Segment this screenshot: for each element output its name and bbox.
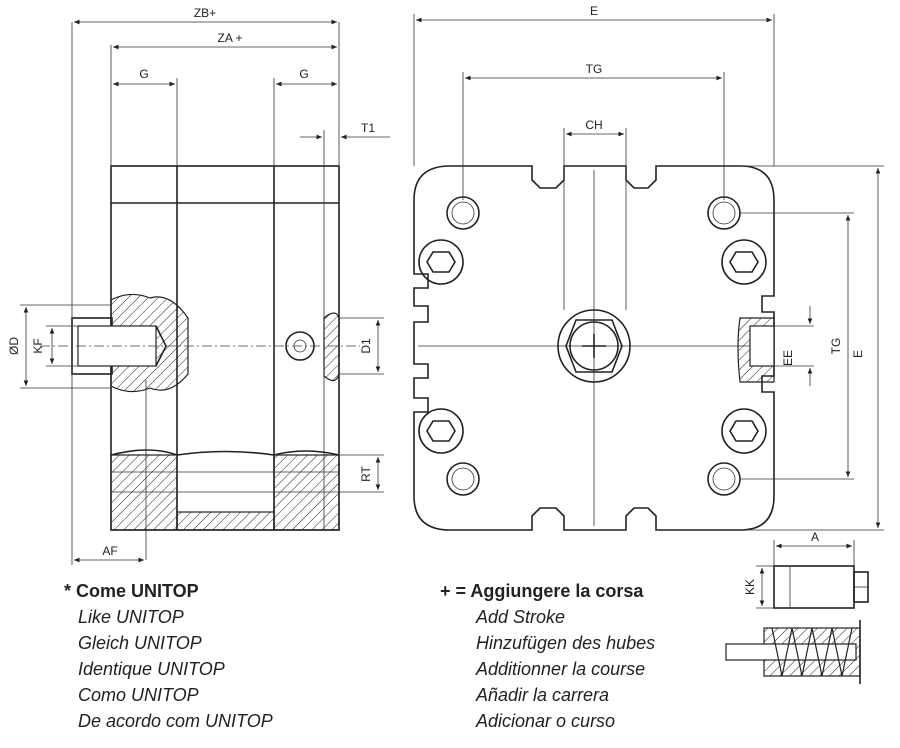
rod-hex [565, 319, 623, 373]
bottom-section-left [110, 454, 178, 531]
legend-right-item: Additionner la course [476, 659, 646, 679]
dim-tg-top: TG [586, 62, 603, 76]
dim-a: A [811, 530, 819, 544]
legend-left-heading: * Come UNITOP [64, 581, 199, 601]
legend-right-item: Añadir la carrera [476, 685, 610, 705]
side-dimensions: ZB+ ZA + G G T1 ØD KF D1 RT AF [7, 6, 390, 565]
legend-right-item: Adicionar o curso [476, 711, 616, 731]
dim-d1: D1 [359, 338, 373, 354]
legend-left-item: Como UNITOP [78, 685, 199, 705]
rod-end-detail: A KK [725, 530, 869, 684]
dim-e-top: E [590, 4, 598, 18]
legend-left-item: Gleich UNITOP [78, 633, 202, 653]
dim-kk: KK [743, 579, 757, 595]
legend-left: * Come UNITOP Like UNITOP Gleich UNITOP … [64, 578, 273, 734]
front-dimensions: E TG CH EE TG E [413, 4, 884, 531]
spring-rod [725, 643, 857, 661]
dim-tg-side: TG [829, 338, 843, 355]
dim-zb: ZB+ [194, 6, 216, 20]
cap-screws [418, 239, 767, 454]
rod-end-body [773, 565, 855, 609]
dim-kf: KF [31, 338, 45, 353]
dim-g-right: G [299, 67, 308, 81]
dim-ee: EE [781, 350, 795, 366]
dim-t1: T1 [361, 121, 375, 135]
rod-outer [557, 309, 631, 383]
legend-right-item: Add Stroke [476, 607, 566, 627]
dim-za: ZA + [217, 31, 242, 45]
front-body-outline [413, 165, 775, 531]
legend-right: + = Aggiungere la corsa Add Stroke Hinzu… [440, 578, 655, 734]
dim-g-left: G [139, 67, 148, 81]
dim-ch: CH [585, 118, 602, 132]
legend-left-item: Like UNITOP [78, 607, 184, 627]
bottom-section-right [273, 454, 340, 531]
front-view [413, 165, 775, 531]
dim-af: AF [102, 544, 117, 558]
dim-rt: RT [359, 465, 373, 481]
legend-right-item: Hinzufügen des hubes [476, 633, 656, 653]
side-view [40, 165, 360, 560]
legend-left-item: De acordo com UNITOP [78, 711, 273, 731]
dim-e-side: E [851, 350, 865, 358]
dim-od: ØD [7, 337, 21, 355]
legend-right-heading: + = Aggiungere la corsa [440, 581, 644, 601]
legend-left-item: Identique UNITOP [78, 659, 225, 679]
